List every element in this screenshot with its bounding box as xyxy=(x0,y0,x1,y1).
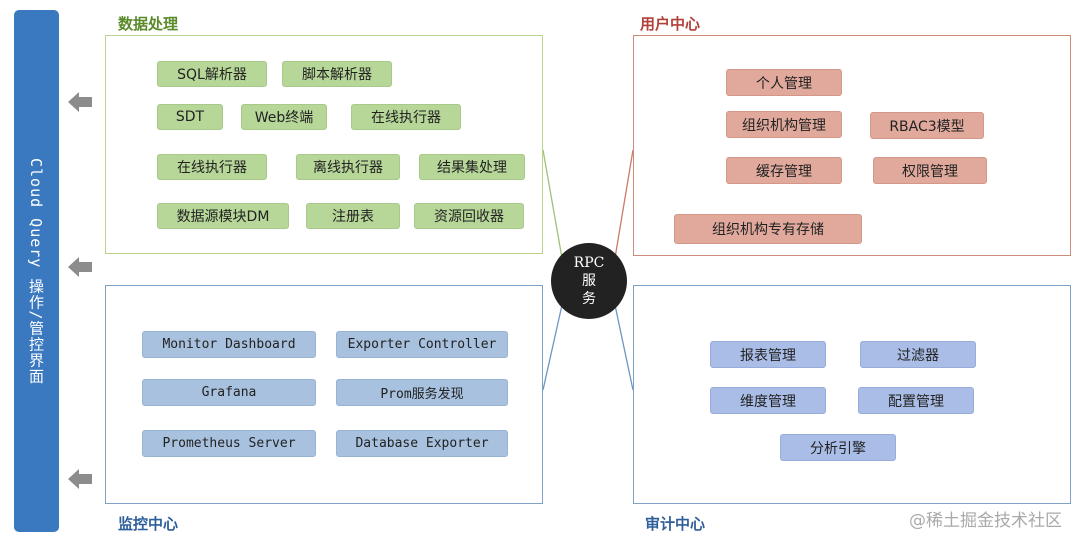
filter-chip: 过滤器 xyxy=(860,341,976,368)
resultset-processing-chip: 结果集处理 xyxy=(419,154,525,180)
monitor-center-panel xyxy=(105,285,543,504)
config-management-chip: 配置管理 xyxy=(858,387,974,414)
connector-audit xyxy=(614,304,634,391)
data-processing-panel xyxy=(105,35,543,254)
connector-data xyxy=(542,149,563,259)
online-executor-chip: 在线执行器 xyxy=(157,154,267,180)
rpc-line-3: 务 xyxy=(582,291,596,307)
web-terminal-chip: Web终端 xyxy=(241,104,327,130)
grafana-chip: Grafana xyxy=(142,379,316,406)
left-arrow-icon xyxy=(68,92,92,112)
resource-recycler-chip: 资源回收器 xyxy=(414,203,524,229)
user-center-title: 用户中心 xyxy=(640,15,701,33)
rpc-service-node: RPC 服 务 xyxy=(551,243,627,319)
rbac3-model-chip: RBAC3模型 xyxy=(870,112,984,139)
script-parser-chip: 脚本解析器 xyxy=(282,61,392,87)
dimension-management-chip: 维度管理 xyxy=(710,387,826,414)
sidebar-panel: Cloud Query 操作/管控界面 xyxy=(14,10,59,532)
audit-center-title: 审计中心 xyxy=(645,515,706,533)
datasource-module-chip: 数据源模块DM xyxy=(157,203,289,229)
exporter-controller-chip: Exporter Controller xyxy=(336,331,508,358)
personal-management-chip: 个人管理 xyxy=(726,69,842,96)
sdt-chip: SDT xyxy=(157,104,223,130)
audit-center-panel xyxy=(633,285,1071,504)
monitor-dashboard-chip: Monitor Dashboard xyxy=(142,331,316,358)
monitor-center-title: 监控中心 xyxy=(118,515,179,533)
offline-executor-chip: 离线执行器 xyxy=(296,154,400,180)
database-exporter-chip: Database Exporter xyxy=(336,430,508,457)
left-arrow-icon xyxy=(68,469,92,489)
user-center-panel xyxy=(633,35,1071,256)
rpc-line-1: RPC xyxy=(573,255,605,271)
connector-user xyxy=(614,149,634,259)
prometheus-server-chip: Prometheus Server xyxy=(142,430,316,457)
registry-chip: 注册表 xyxy=(306,203,400,229)
rpc-line-2: 服 xyxy=(582,273,596,289)
cache-management-chip: 缓存管理 xyxy=(726,157,842,184)
data-processing-title: 数据处理 xyxy=(118,15,179,33)
analysis-engine-chip: 分析引擎 xyxy=(780,434,896,461)
left-arrow-icon xyxy=(68,257,92,277)
sql-parser-chip: SQL解析器 xyxy=(157,61,267,87)
org-management-chip: 组织机构管理 xyxy=(726,111,842,138)
prom-service-discovery-chip: Prom服务发现 xyxy=(336,379,508,406)
connector-monitor xyxy=(542,304,563,391)
watermark-text: @稀土掘金技术社区 xyxy=(909,511,1062,531)
permission-management-chip: 权限管理 xyxy=(873,157,987,184)
sidebar-label: Cloud Query 操作/管控界面 xyxy=(27,157,45,385)
online-executor-chip: 在线执行器 xyxy=(351,104,461,130)
report-management-chip: 报表管理 xyxy=(710,341,826,368)
org-storage-chip: 组织机构专有存储 xyxy=(674,214,862,244)
